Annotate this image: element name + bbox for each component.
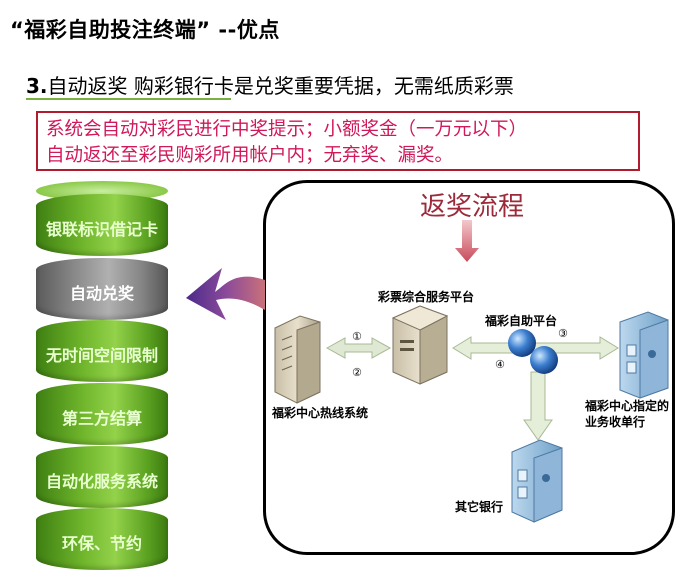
notice-line-2: 自动返还至彩民购彩所用帐户内；无弃奖、漏奖。 [46,145,454,166]
designated-bank-label-1: 福彩中心指定的 [585,399,670,413]
other-bank-icon [511,439,563,523]
notice-line-1: 系统会自动对彩民进行中奖提示；小额奖金（一万元以下） [46,119,528,140]
flow-title: 返奖流程 [420,192,525,222]
self-service-label: 福彩自助平台 [485,314,558,328]
globe-icon [530,346,558,374]
stack-item-label: 第三方结算 [61,409,142,428]
hotline-server-icon [274,315,321,404]
page-title: “福彩自助投注终端” --优点 [10,18,280,42]
stack-item-debit-card: 银联标识借记卡 [36,194,168,256]
platform-label: 彩票综合服务平台 [378,290,475,304]
arrow-platform-bank [452,336,619,360]
step-3-marker: ③ [558,327,568,340]
platform-server-icon [391,305,449,385]
stack-item-label: 环保、节约 [61,534,142,553]
down-arrow [455,220,479,262]
designated-bank-icon [619,311,669,399]
stack-item-third-party: 第三方结算 [36,383,168,445]
hotline-label: 福彩中心热线系统 [272,406,369,420]
other-bank-label: 其它银行 [455,500,504,514]
notice-box: 系统会自动对彩民进行中奖提示；小额奖金（一万元以下） 自动返还至彩民购彩所用帐户… [36,111,640,171]
stack-item-no-limit: 无时间空间限制 [36,320,168,382]
stack-item-eco: 环保、节约 [36,508,168,570]
stack-item-label: 无时间空间限制 [45,346,158,365]
subtitle-text: 自动返奖 购彩银行卡是兑奖重要凭据，无需纸质彩票 [47,74,514,98]
stack-item-automation: 自动化服务系统 [36,446,168,508]
subtitle-number: 3. [26,74,48,98]
designated-bank-label-2: 业务收单行 [585,415,646,429]
step-4-marker: ④ [495,358,505,371]
arrow-to-other-bank [523,371,553,441]
step-2-marker: ② [352,366,362,379]
curved-arrow [186,268,265,320]
stack-item-label: 自动兑奖 [69,284,134,303]
arrow-hotline-platform [325,337,392,359]
stack-item-label: 银联标识借记卡 [45,220,158,239]
step-1-marker: ① [352,330,362,343]
stack-item-label: 自动化服务系统 [45,472,158,491]
subtitle: 3.自动返奖 购彩银行卡是兑奖重要凭据，无需纸质彩票 [26,70,514,99]
stack-item-auto-redeem: 自动兑奖 [36,258,168,320]
subtitle-underline [26,98,231,100]
globe-icon [508,329,536,357]
